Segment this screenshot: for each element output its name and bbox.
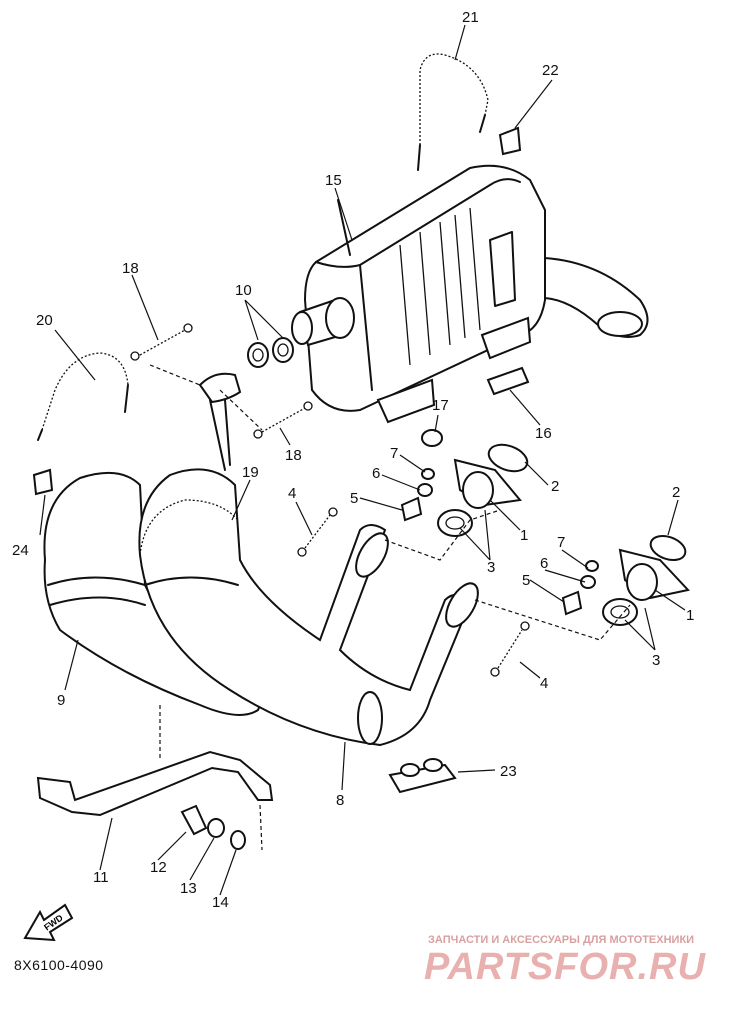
spring-part-18-upper [130, 323, 193, 361]
watermark-tagline: ЗАПЧАСТИ И АКСЕССУАРЫ ДЛЯ МОТОТЕХНИКИ [428, 934, 695, 946]
bolt-part-17 [421, 429, 443, 447]
callout-20: 20 [36, 312, 53, 329]
spring-part-4-right [490, 621, 530, 677]
callout-10: 10 [235, 282, 252, 299]
callout-15: 15 [325, 172, 342, 189]
gaskets-part-10 [247, 337, 294, 368]
callout-4-right: 4 [540, 675, 548, 692]
callout-18-lower: 18 [285, 447, 302, 464]
callout-7-lower: 7 [557, 534, 565, 551]
callout-14: 14 [212, 894, 229, 911]
callout-22: 22 [542, 62, 559, 79]
callout-1-lower: 1 [686, 607, 694, 624]
callout-17: 17 [432, 397, 449, 414]
callout-5-lower: 5 [522, 572, 530, 589]
bolt-part-12 [180, 804, 208, 836]
diagram-code-label: 8X6100-4090 [14, 957, 104, 973]
callout-5-upper: 5 [350, 490, 358, 507]
callout-labels: 21 22 15 18 10 20 17 16 18 7 6 2 19 5 1 … [12, 9, 694, 911]
callout-6-upper: 6 [372, 465, 380, 482]
callout-21: 21 [462, 9, 479, 26]
callout-1-upper: 1 [520, 527, 528, 544]
exhaust-pipe-part-8 [138, 468, 479, 747]
callout-19: 19 [242, 464, 259, 481]
callout-24: 24 [12, 542, 29, 559]
callout-23: 23 [500, 763, 517, 780]
upper-flange-set [400, 443, 529, 537]
bracket-part-11 [36, 750, 274, 817]
leader-lines [39, 24, 686, 896]
callout-12: 12 [150, 859, 167, 876]
callout-18-upper: 18 [122, 260, 139, 277]
callout-7-upper: 7 [390, 445, 398, 462]
heat-wrap-part-19 [139, 499, 239, 556]
callout-11: 11 [93, 869, 109, 886]
callout-13: 13 [180, 880, 197, 897]
forward-arrow-icon: FWD [23, 903, 74, 942]
callout-9: 9 [57, 692, 65, 709]
clip-part-24 [32, 468, 54, 496]
callout-2-upper: 2 [551, 478, 559, 495]
callout-6-lower: 6 [540, 555, 548, 572]
nut-part-14 [230, 830, 246, 850]
washer-part-13 [207, 818, 225, 838]
callout-3-upper: 3 [487, 559, 495, 576]
spring-part-4-left [297, 507, 338, 557]
spring-part-21 [417, 53, 489, 171]
clip-part-22 [498, 126, 522, 156]
callout-4-left: 4 [288, 485, 296, 502]
bracket-part-16 [486, 366, 530, 396]
joint-pipe [198, 372, 242, 471]
damper-part-23 [388, 758, 457, 794]
callout-16: 16 [535, 425, 552, 442]
callout-2-lower: 2 [672, 484, 680, 501]
callout-8: 8 [336, 792, 344, 809]
lower-flange-set [561, 534, 690, 626]
spring-part-18-lower [253, 401, 313, 439]
muffler-part-15 [291, 164, 649, 424]
watermark-logo: PARTSFOR.RU [424, 946, 706, 988]
spring-part-20 [37, 352, 129, 441]
callout-3-lower: 3 [652, 652, 660, 669]
